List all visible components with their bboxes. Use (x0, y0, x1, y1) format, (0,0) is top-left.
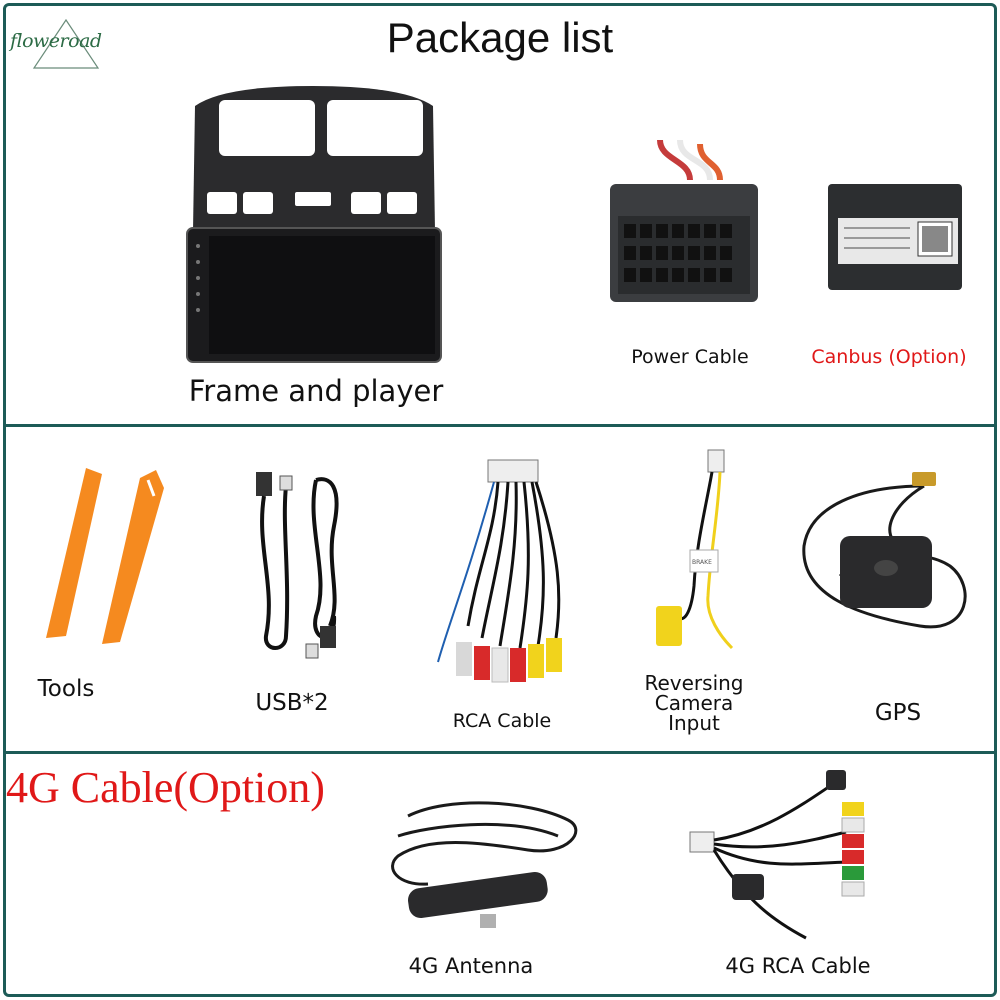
frame-and-player-label: Frame and player (188, 374, 444, 408)
brake-tag-text: BRAKE (692, 559, 712, 566)
canbus-option-label: Canbus (Option) (811, 346, 967, 368)
page-title: Package list (386, 14, 614, 61)
reversing-label-line2: Camera (654, 691, 734, 715)
rca-cable-label: RCA Cable (452, 710, 552, 732)
canbus-box-image (826, 182, 964, 294)
tools-label: Tools (37, 676, 95, 702)
package-list-frame (3, 3, 997, 997)
reversing-label-line3: Input (668, 711, 720, 735)
4g-antenna-image (388, 796, 588, 946)
reversing-label-line1: Reversing (644, 671, 744, 695)
logo-triangle-icon (32, 18, 100, 69)
usb-label: USB*2 (255, 690, 329, 716)
power-cable-label: Power Cable (631, 346, 749, 368)
4g-rca-cable-label: 4G RCA Cable (725, 954, 871, 978)
logo-text: floweroad (10, 30, 102, 52)
4g-cable-option-heading: 4G Cable(Option) (6, 763, 325, 812)
gps-label: GPS (874, 700, 922, 726)
gps-antenna-image (800, 466, 980, 658)
4g-antenna-label: 4G Antenna (408, 954, 534, 978)
reversing-camera-input-label: Reversing Camera Input (626, 673, 762, 733)
power-cable-image (600, 140, 770, 310)
4g-rca-cable-image (686, 762, 886, 952)
brand-logo: floweroad (10, 16, 122, 72)
rca-cable-image (428, 456, 588, 688)
frame-and-player-image (183, 86, 443, 368)
usb-cables-image (246, 466, 356, 662)
trim-tools-image (36, 466, 168, 650)
section-divider-1 (3, 424, 997, 427)
reversing-camera-cable-image: BRAKE (636, 446, 748, 668)
section-divider-2 (3, 751, 997, 754)
